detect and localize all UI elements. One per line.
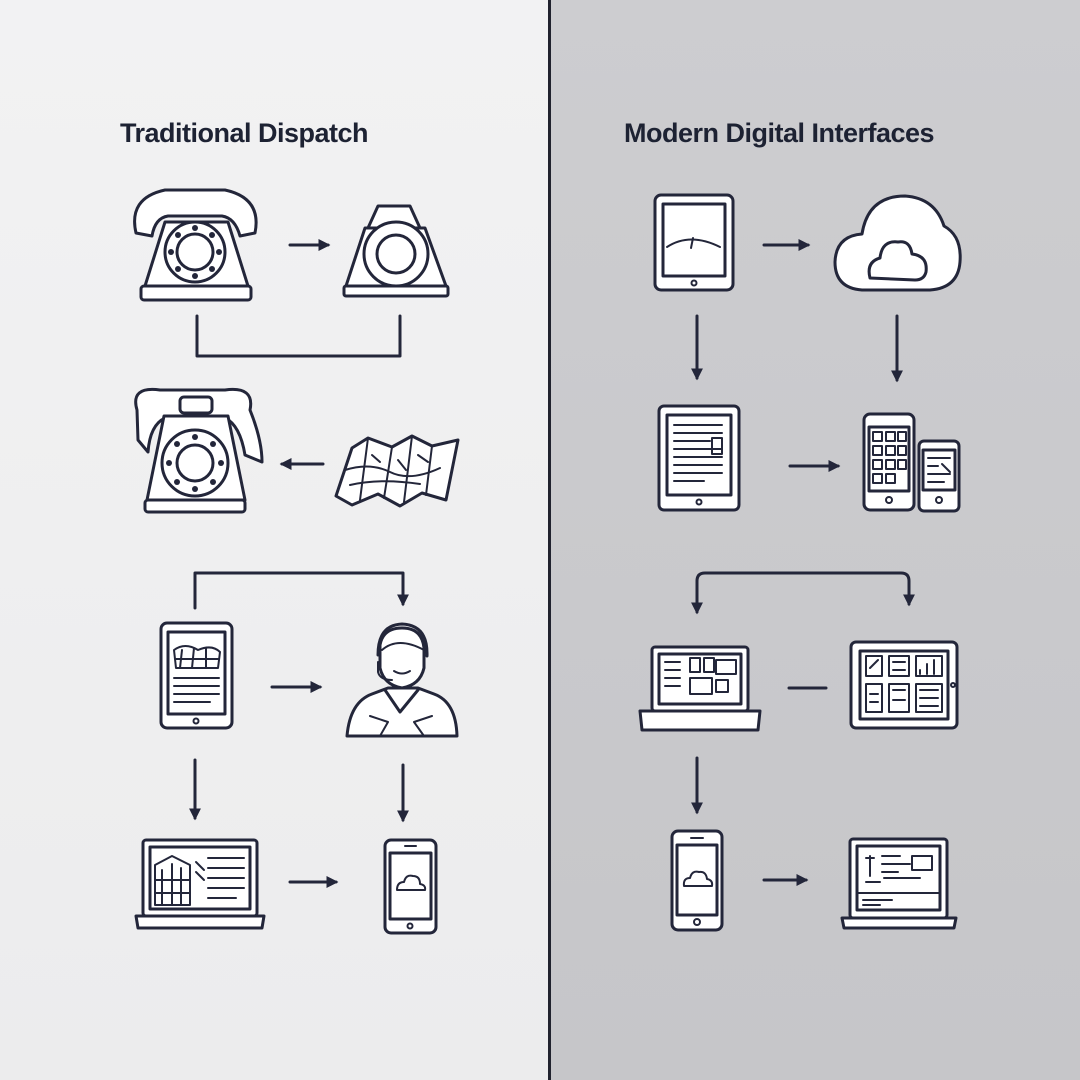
e-reader-icon xyxy=(657,404,741,512)
laptop-dashboard-icon xyxy=(638,645,762,732)
flow-connector xyxy=(195,314,402,358)
traditional-dispatch-panel xyxy=(0,0,548,1080)
flow-connector xyxy=(695,571,915,612)
smartphone-with-cloud-icon xyxy=(670,829,724,932)
smartphone-with-cloud-icon xyxy=(383,838,438,935)
panel-divider xyxy=(548,0,551,1080)
left-panel-title: Traditional Dispatch xyxy=(120,118,369,148)
paper-map-icon xyxy=(334,434,460,508)
tablet-with-map-icon xyxy=(159,621,234,730)
laptop-with-map-icon xyxy=(134,838,266,930)
right-panel-title: Modern Digital Interfaces xyxy=(624,118,935,148)
tablet-dashboard-icon xyxy=(849,640,959,730)
dispatcher-person-icon xyxy=(345,622,459,738)
rotary-telephone-icon xyxy=(133,188,258,302)
telephone-with-handset-icon xyxy=(134,387,264,514)
dispatch-radio-icon xyxy=(342,204,450,298)
flow-connector xyxy=(193,571,409,610)
laptop-interface-icon xyxy=(840,837,958,930)
tablet-icon xyxy=(653,193,735,292)
modern-digital-panel xyxy=(551,0,1080,1080)
smartphones-icon xyxy=(862,412,961,513)
cloud-icon xyxy=(833,194,962,292)
